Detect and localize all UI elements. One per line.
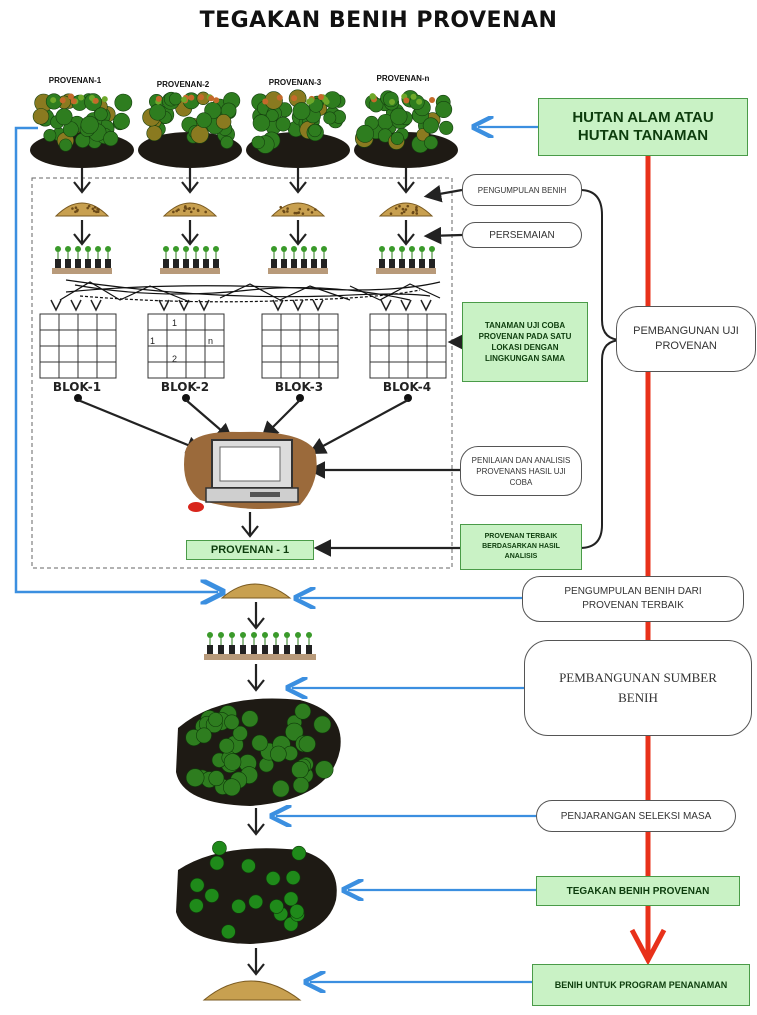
provenance-forest-2 [138, 91, 242, 168]
seed-pile-3 [270, 202, 326, 217]
seed-collection-box: PENGUMPULAN BENIH [462, 174, 582, 206]
left-return-line [14, 126, 218, 592]
provenance-forest-4 [354, 90, 458, 168]
source-forest-box: HUTAN ALAM ATAU HUTAN TANAMAN [538, 98, 748, 156]
provenance-label-1: PROVENAN-1 [48, 76, 102, 85]
computer-to-selected-arrow [241, 512, 259, 538]
distribution-arrow-2-2 [178, 299, 190, 312]
provenance-label-2: PROVENAN-2 [156, 80, 210, 89]
block-label-3: BLOK-3 [274, 380, 324, 394]
best-seed-collection-box: PENGUMPULAN BENIH DARI PROVENAN TERBAIK [522, 576, 744, 622]
block3-to-computer-arrow [260, 399, 301, 440]
trial-block-grid-4 [369, 313, 447, 402]
block2-to-computer-arrow [185, 399, 234, 441]
seed-collection-pointer [423, 185, 463, 203]
computer-illustration [184, 431, 317, 512]
nursery-seedlings-3 [268, 246, 328, 274]
trial-block-grid-1 [39, 313, 117, 402]
block-label-4: BLOK-4 [382, 380, 432, 394]
seed-for-planting-box: BENIH UNTUK PROGRAM PENANAMAN [532, 964, 750, 1006]
trial-area-frame [31, 177, 453, 569]
block2-cell-n: n [208, 336, 214, 346]
thinned-seed-stand [176, 840, 337, 944]
distribution-arrow-4-2 [400, 299, 412, 312]
stand-to-thinning-arrow [247, 808, 265, 836]
trial-block-grid-3 [261, 313, 339, 402]
seed-source-building-box: PEMBANGUNAN SUMBER BENIH [524, 640, 752, 736]
distribution-arrow-2-1 [158, 299, 170, 312]
seed-pile-2 [162, 202, 218, 217]
nursery-seedlings-4 [376, 246, 436, 274]
forest-to-seed-arrow-1 [73, 168, 91, 194]
nursery-seedlings-1 [52, 246, 112, 274]
seed-to-nursery-arrow-2 [181, 220, 199, 246]
trial-planting-box: TANAMAN UJI COBA PROVENAN PADA SATU LOKA… [462, 302, 588, 382]
seed-pile-1 [54, 202, 110, 217]
distribution-arrow-3-1 [272, 299, 284, 312]
final-seed-pile [202, 980, 302, 1001]
nursery-seedlings-2 [160, 246, 220, 274]
seed-to-nursery-arrow-4 [397, 220, 415, 246]
distribution-arrow-4-3 [420, 299, 432, 312]
best-seed-pile [220, 583, 292, 599]
block4-to-computer-arrow [308, 399, 409, 455]
distribution-arrow-2-3 [198, 299, 210, 312]
seed-stand-box: TEGAKAN BENIH PROVENAN [536, 876, 740, 906]
nursery-box: PERSEMAIAN [462, 222, 582, 248]
block1-to-computer-arrow [77, 398, 205, 454]
trial-block-grid-2 [147, 313, 225, 402]
stand-to-final-seed-arrow [247, 948, 265, 976]
diagram-title: TEGAKAN BENIH PROVENAN [199, 8, 558, 33]
forest-to-seed-arrow-4 [397, 168, 415, 194]
block2-cell-1: 1 [172, 318, 178, 328]
forest-to-seed-arrow-3 [289, 168, 307, 194]
distribution-lines [59, 279, 441, 303]
best-seed-to-nursery-arrow [247, 602, 265, 630]
nursery-to-stand-arrow [247, 664, 265, 692]
assessment-box: PENILAIAN DAN ANALISIS PROVENANS HASIL U… [460, 446, 582, 496]
seed-source-nursery [204, 632, 316, 660]
provenance-label-3: PROVENAN-3 [268, 78, 322, 87]
block-label-2: BLOK-2 [160, 380, 210, 394]
best-provenance-box: PROVENAN TERBAIK BERDASARKAN HASIL ANALI… [460, 524, 582, 570]
block2-cell-2: 2 [172, 354, 178, 364]
provenance-label-n: PROVENAN-n [376, 74, 430, 83]
forest-to-seed-arrow-2 [181, 168, 199, 194]
seed-source-stand [176, 698, 341, 806]
block2-cell-1b: 1 [150, 336, 156, 346]
seed-pile-4 [378, 202, 434, 217]
distribution-arrow-1-1 [50, 299, 62, 312]
main-flow-arrowhead [629, 928, 667, 966]
trial-building-box: PEMBANGUNAN UJI PROVENAN [616, 306, 756, 372]
seed-to-nursery-arrow-1 [73, 220, 91, 246]
provenance-forest-1 [30, 93, 134, 168]
distribution-arrow-3-2 [292, 299, 304, 312]
distribution-arrow-3-3 [312, 299, 324, 312]
nursery-pointer [423, 226, 463, 245]
distribution-arrow-1-2 [70, 299, 82, 312]
block-label-1: BLOK-1 [52, 380, 102, 394]
distribution-arrow-1-3 [90, 299, 102, 312]
selected-provenance-box: PROVENAN - 1 [186, 540, 314, 560]
seed-to-nursery-arrow-3 [289, 220, 307, 246]
thinning-box: PENJARANGAN SELEKSI MASA [536, 800, 736, 832]
provenance-forest-3 [246, 89, 350, 168]
distribution-arrow-4-1 [380, 299, 392, 312]
